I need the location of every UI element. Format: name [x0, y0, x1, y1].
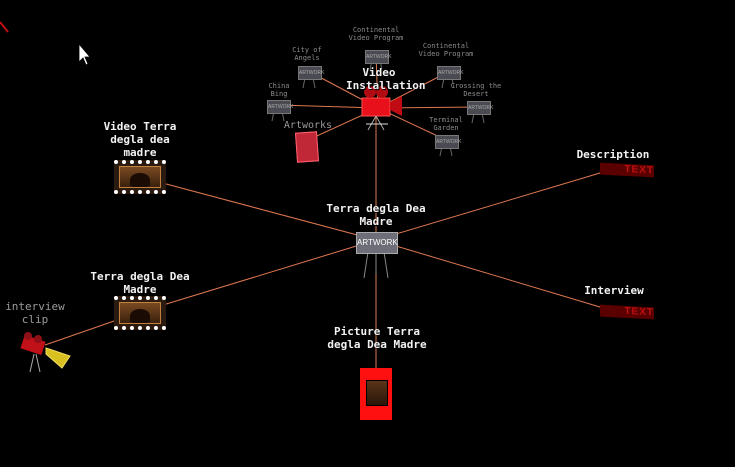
- satellite-label-5: Crossing the Desert: [450, 82, 502, 98]
- satellite-label-6: Terminal Garden: [429, 116, 463, 132]
- edge-center-film-terra: [139, 239, 377, 313]
- satellite-label-4: China Bing: [268, 82, 290, 98]
- corner-red-mark: [0, 21, 9, 33]
- film-terra-label[interactable]: Terra degla Dea Madre: [90, 270, 190, 296]
- artworks-label[interactable]: Artworks: [283, 120, 333, 131]
- satellite-label-3: Continental Video Program: [418, 42, 474, 58]
- center-artwork-sign[interactable]: ARTWORK: [356, 232, 398, 254]
- interview-clip-label[interactable]: interview clip: [5, 300, 65, 326]
- description-label[interactable]: Description: [576, 148, 650, 161]
- mouse-cursor-icon: [78, 42, 91, 66]
- video-terra-film-icon[interactable]: [114, 160, 166, 194]
- video-camera-icon: [361, 86, 402, 131]
- satellite-label-2: City of Angels: [292, 46, 322, 62]
- satellite-label-1: Continental Video Program: [348, 26, 404, 42]
- satellite-sign-3: ARTWORK: [437, 66, 463, 80]
- film-terra-film-icon[interactable]: [114, 296, 166, 330]
- picture-terra-label[interactable]: Picture Terra degla Dea Madre: [327, 325, 427, 351]
- satellite-sign-4: ARTWORK: [267, 100, 293, 114]
- center-label: Terra degla Dea Madre: [326, 202, 426, 228]
- interview-label[interactable]: Interview: [584, 284, 644, 297]
- edge-center-video-terra: [139, 176, 377, 241]
- satellite-sign-1: ARTWORK: [365, 50, 391, 64]
- edge-installation-sat-4: [277, 104, 379, 109]
- satellite-sign-6: ARTWORK: [435, 135, 461, 149]
- picture-terra-icon[interactable]: [360, 368, 392, 420]
- satellite-sign-5: ARTWORK: [467, 101, 493, 115]
- edge-center-description: [375, 169, 611, 241]
- center-easel-icon: [363, 251, 389, 279]
- edge-center-interview: [375, 239, 611, 311]
- video-terra-label[interactable]: Video Terra degla dea madre: [103, 120, 177, 159]
- video-installation-label[interactable]: Video Installation: [346, 66, 426, 92]
- interview-clip-camera-icon: [20, 332, 71, 373]
- artworks-book-icon[interactable]: [294, 131, 320, 163]
- satellite-sign-2: ARTWORK: [298, 66, 324, 80]
